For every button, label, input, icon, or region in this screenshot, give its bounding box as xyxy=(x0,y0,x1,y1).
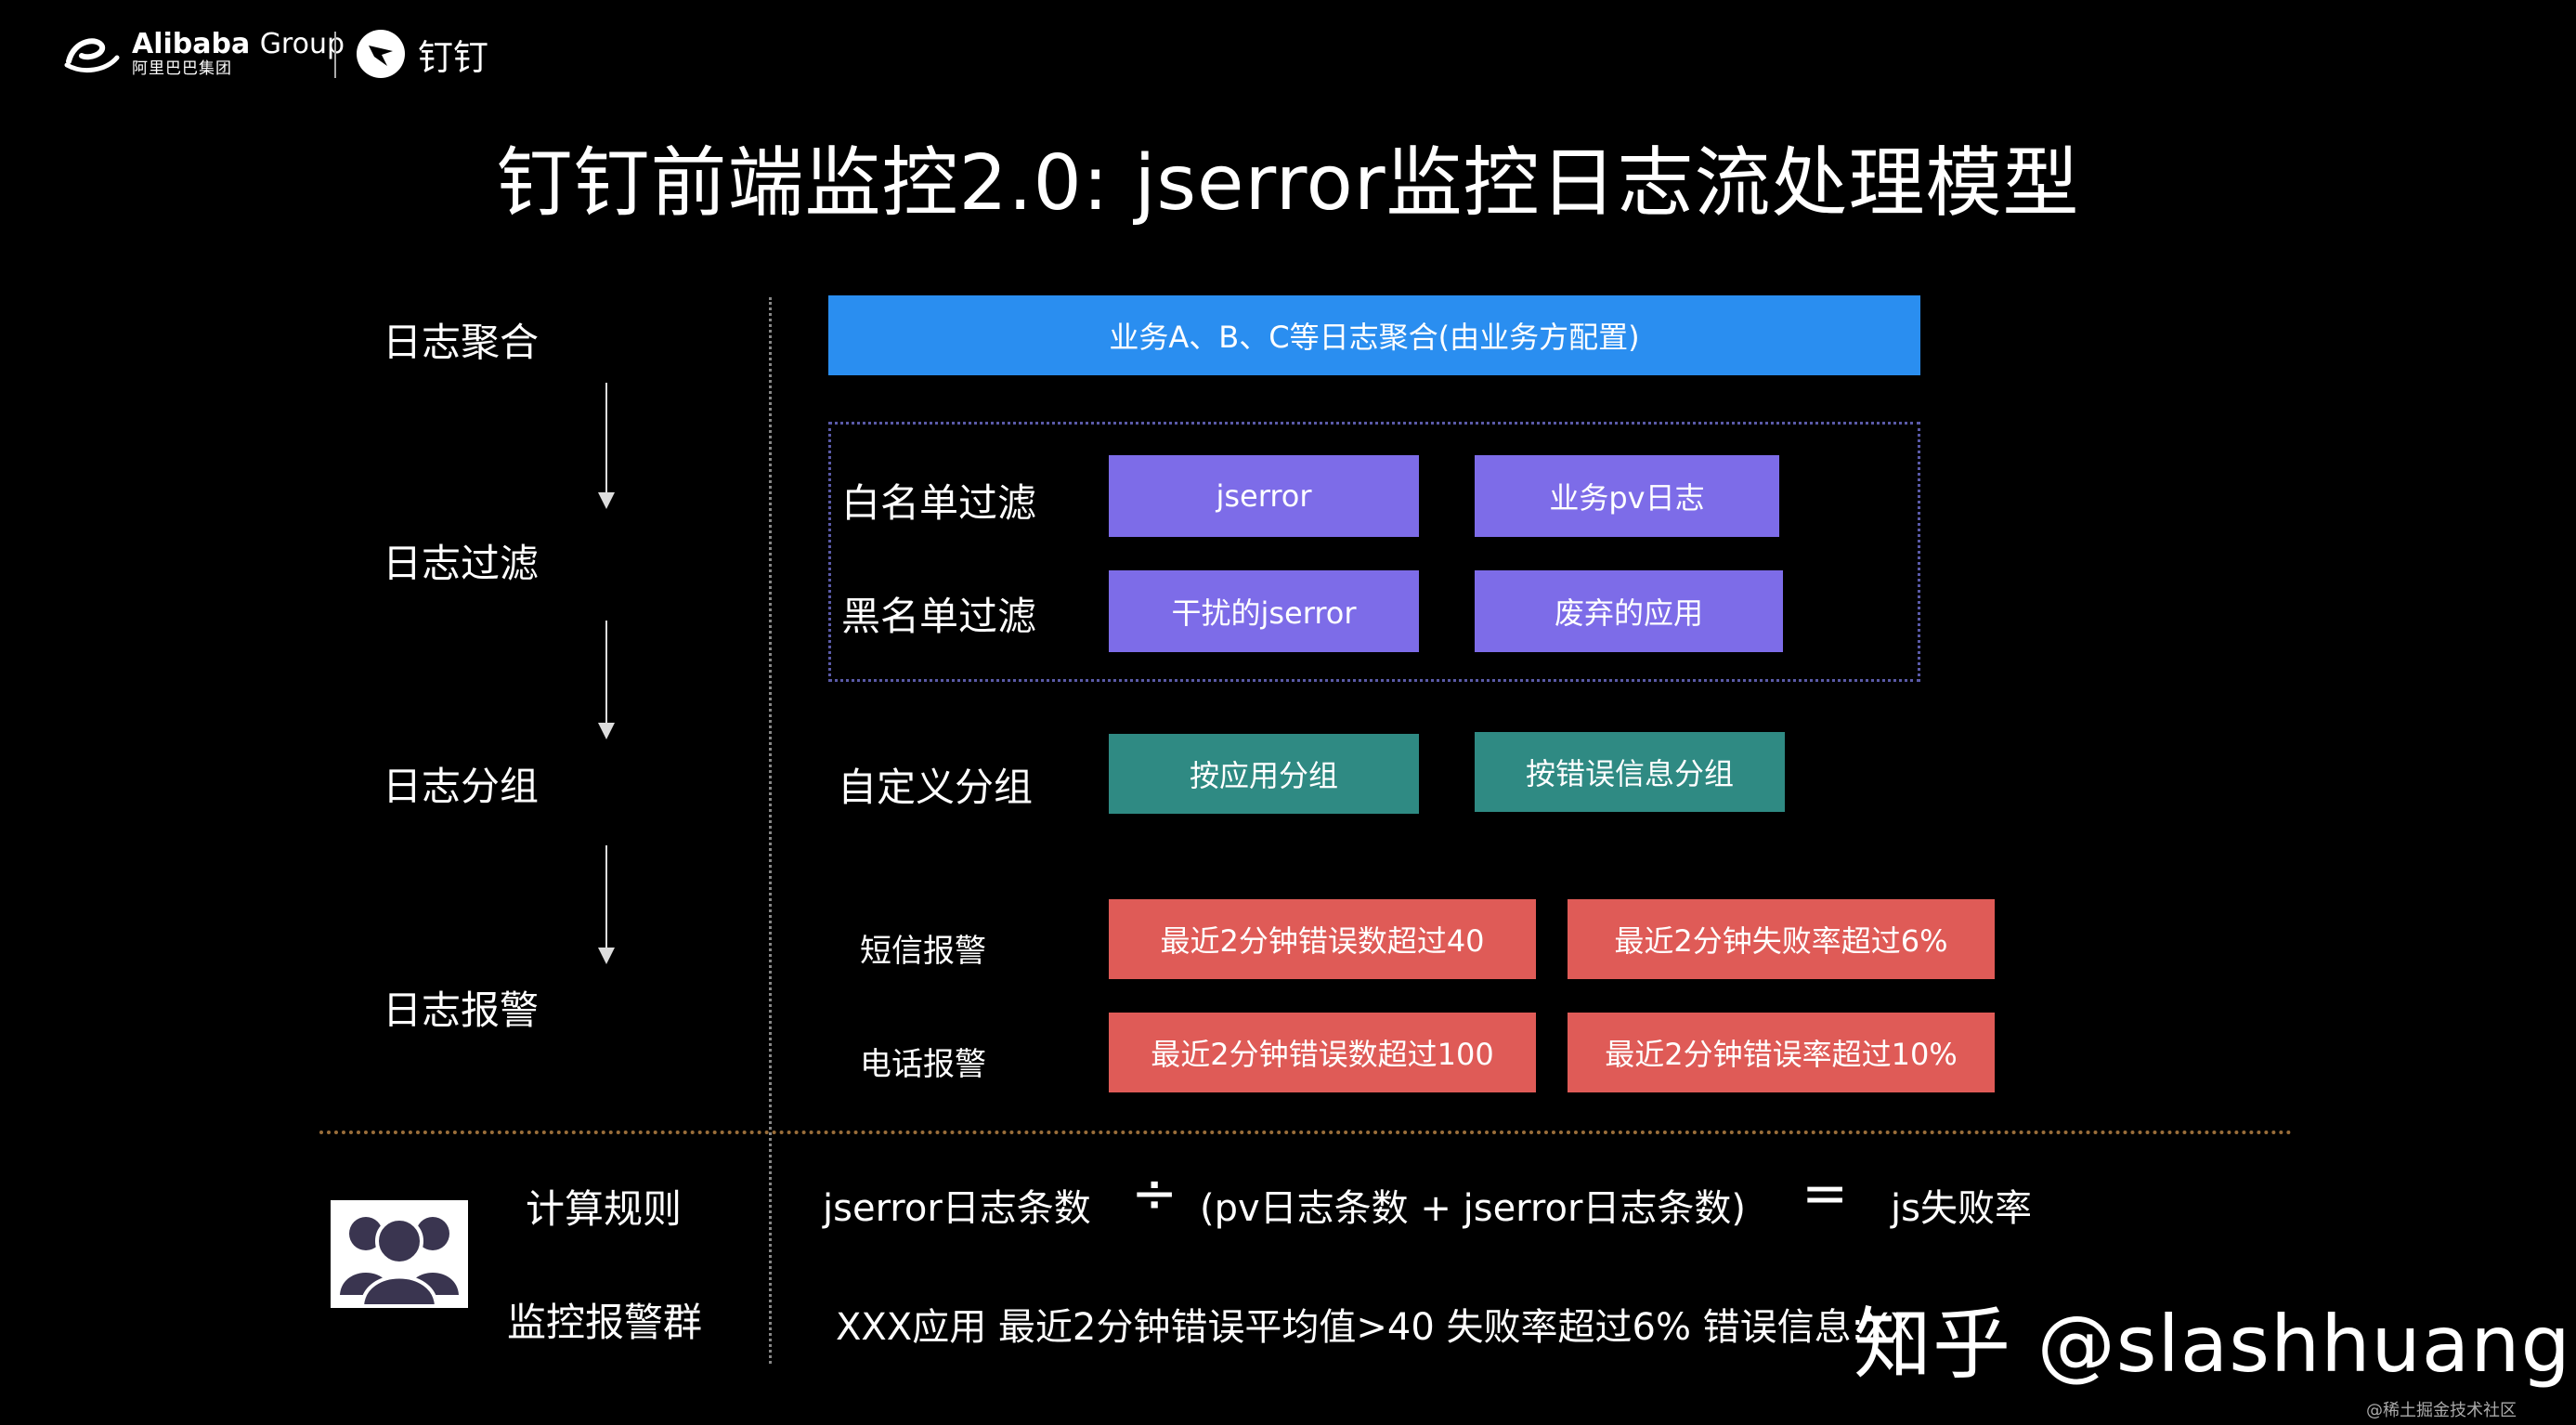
phone-alert-errors: 最近2分钟错误数超过100 xyxy=(1109,1013,1536,1092)
group-by-error: 按错误信息分组 xyxy=(1475,732,1785,812)
whitelist-label: 白名单过滤 xyxy=(841,480,1037,526)
sms-alert-failrate: 最近2分钟失败率超过6% xyxy=(1568,899,1995,979)
logo-divider xyxy=(334,32,336,78)
people-group-icon xyxy=(331,1200,468,1308)
zhihu-watermark: 知乎 @slashhuang xyxy=(1854,1299,2571,1390)
rules-label: 计算规则 xyxy=(526,1186,683,1232)
stage-grouping: 日志分组 xyxy=(382,764,539,809)
alibaba-smile-icon xyxy=(64,38,120,73)
vertical-divider xyxy=(769,297,772,1364)
whitelist-item-jserror: jserror xyxy=(1109,455,1419,537)
dingtalk-wing-icon xyxy=(357,30,405,78)
alibaba-cn-wordmark: 阿里巴巴集团 xyxy=(132,59,232,78)
stage-alert: 日志报警 xyxy=(382,987,539,1033)
sms-alert-label: 短信报警 xyxy=(860,933,986,970)
rule-term-jserror: jserror日志条数 xyxy=(823,1187,1091,1230)
dingtalk-logo: 钉钉 xyxy=(357,26,488,82)
grouping-label: 自定义分组 xyxy=(838,765,1034,810)
blacklist-item-noise: 干扰的jserror xyxy=(1109,570,1419,652)
sms-alert-errors: 最近2分钟错误数超过40 xyxy=(1109,899,1536,979)
horizontal-divider xyxy=(319,1131,2293,1134)
blacklist-label: 黑名单过滤 xyxy=(841,594,1037,639)
alert-group-message: XXX应用 最近2分钟错误平均值>40 失败率超过6% 错误信息:XX xyxy=(836,1306,1915,1349)
whitelist-item-pv: 业务pv日志 xyxy=(1475,455,1779,537)
alert-group-label: 监控报警群 xyxy=(507,1300,703,1345)
stage-filter: 日志过滤 xyxy=(382,541,539,586)
stage-aggregation: 日志聚合 xyxy=(382,320,539,365)
filter-frame xyxy=(828,422,1920,682)
alibaba-wordmark: Alibaba xyxy=(132,28,251,60)
page-title: 钉钉前端监控2.0: jserror监控日志流处理模型 xyxy=(496,139,2080,228)
juejin-watermark: @稀土掘金技术社区 xyxy=(2366,1401,2517,1420)
rule-term-total: (pv日志条数 + jserror日志条数) xyxy=(1200,1187,1747,1230)
rule-result: js失败率 xyxy=(1891,1187,2032,1230)
equals-sign: = xyxy=(1802,1161,1849,1226)
blacklist-item-deprecated: 废弃的应用 xyxy=(1475,570,1783,652)
group-wordmark: Group xyxy=(259,28,345,60)
dingtalk-wordmark: 钉钉 xyxy=(418,36,489,78)
alibaba-group-logo: Alibaba Group 阿里巴巴集团 xyxy=(61,26,345,82)
aggregation-box: 业务A、B、C等日志聚合(由业务方配置) xyxy=(828,295,1920,375)
phone-alert-errorrate: 最近2分钟错误率超过10% xyxy=(1568,1013,1995,1092)
phone-alert-label: 电话报警 xyxy=(860,1046,986,1083)
divide-sign: ÷ xyxy=(1131,1161,1178,1226)
group-by-app: 按应用分组 xyxy=(1109,734,1419,814)
